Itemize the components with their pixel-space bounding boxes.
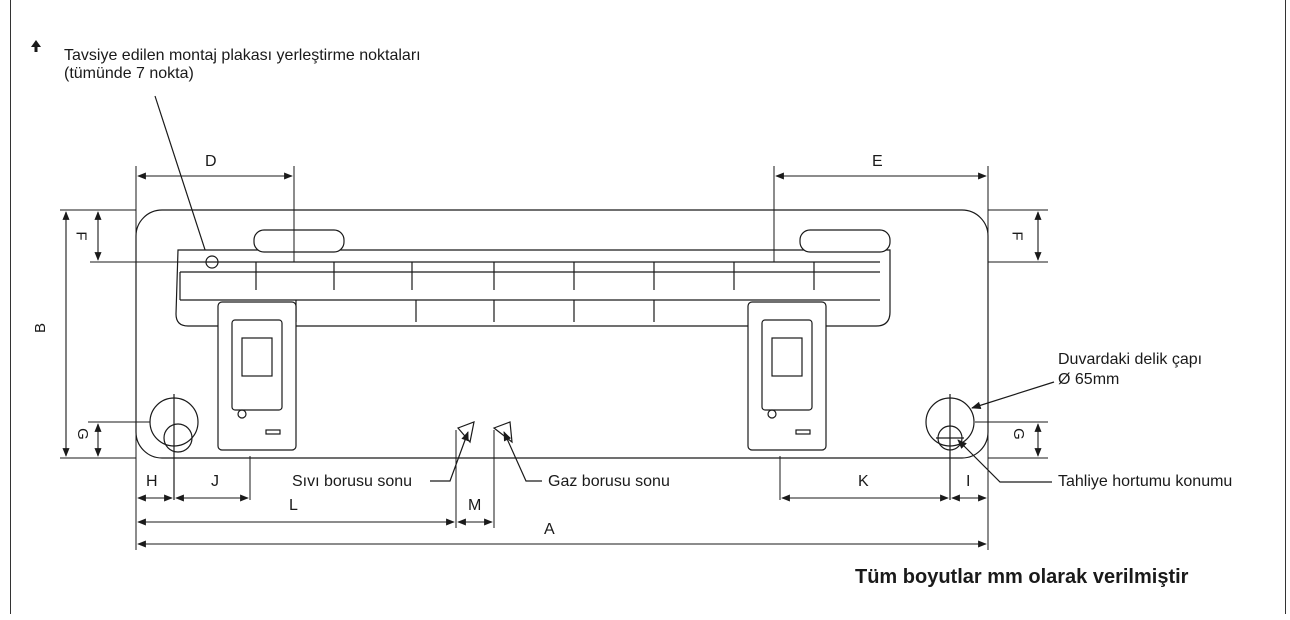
dim-label-l: L [289, 497, 298, 514]
gas-leader [503, 431, 542, 482]
hole-diameter-value: Ø 65mm [1058, 371, 1120, 388]
dim-label-b: B [32, 322, 50, 334]
dim-label-m: M [468, 497, 482, 514]
hole-leader [971, 381, 1055, 410]
legend-leader-line [154, 95, 210, 263]
dim-label-d: D [205, 153, 217, 170]
dim-label-f-left: F [72, 231, 90, 241]
dim-label-e: E [872, 153, 883, 170]
drain-hose-label: Tahliye hortumu konumu [1058, 473, 1233, 490]
dim-label-f-right: F [1008, 231, 1026, 241]
gas-pipe-label: Gaz borusu sonu [548, 473, 670, 490]
dim-label-i: I [966, 473, 971, 490]
units-note: Tüm boyutlar mm olarak verilmiştir [855, 566, 1189, 588]
hole-diameter-label: Duvardaki delik çapı [1058, 351, 1203, 368]
dim-label-k: K [858, 473, 869, 490]
dim-label-g-left: G [73, 428, 91, 440]
liquid-leader [430, 431, 469, 482]
gas-pipe-end [492, 421, 513, 444]
dim-label-a: A [544, 521, 555, 538]
dim-label-j: J [211, 473, 219, 490]
arrow-up-marker-icon [31, 40, 41, 52]
legend-line-2: (tümünde 7 nokta) [64, 65, 194, 82]
legend-line-1: Tavsiye edilen montaj plakası yerleştirm… [64, 47, 421, 64]
liquid-pipe-label: Sıvı borusu sonu [292, 473, 413, 490]
dim-label-h: H [146, 473, 158, 490]
dim-label-g-right: G [1009, 428, 1027, 440]
figure-frame [10, 0, 1286, 614]
drain-leader [957, 439, 1052, 483]
mounting-plate [175, 229, 891, 451]
